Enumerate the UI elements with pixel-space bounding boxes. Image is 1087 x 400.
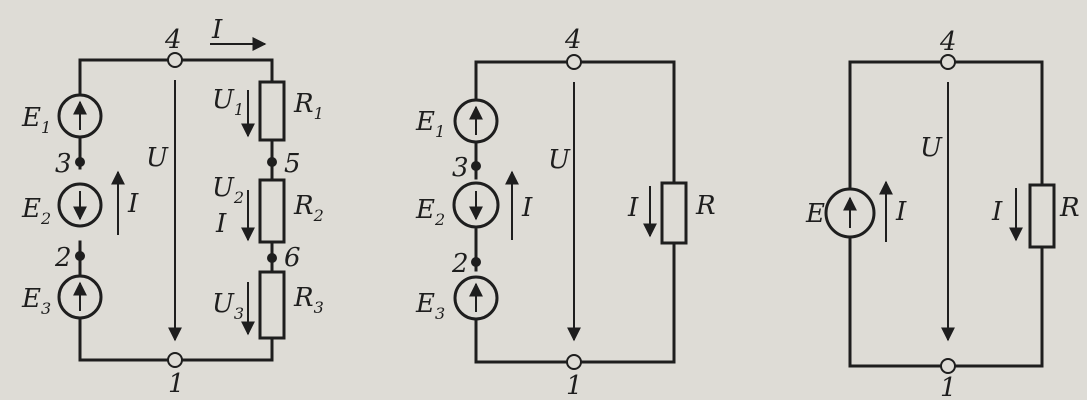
c2-current-mid-label: I	[521, 193, 533, 223]
c1-r3-label: R3	[293, 283, 324, 317]
c1-node-4-label: 4	[164, 25, 182, 55]
c1-junction-6-label: 6	[284, 243, 301, 273]
c3-node-4	[940, 54, 956, 70]
c1-current-top-label: I	[211, 15, 223, 45]
c2-e3-label: E3	[415, 289, 445, 323]
c2-node-4-label: 4	[564, 25, 582, 55]
c1-junction-2-label: 2	[54, 243, 72, 273]
c2-resistor-label: R	[695, 191, 716, 221]
c1-e1-label: E1	[21, 103, 51, 137]
c1-junction-5	[267, 157, 277, 167]
c1-voltage-label: U	[146, 143, 169, 173]
c3-wire-top	[848, 60, 1044, 187]
c1-u1-label: U1	[212, 85, 244, 119]
c2-wire-bottom	[474, 241, 676, 364]
circuit-1: 4 1 I I U 3 2 5 6 E1 E2 E3 R1 R2 R3 U1 U…	[21, 15, 324, 399]
c2-node-4	[566, 54, 582, 70]
c1-resistor-r1	[258, 80, 286, 142]
circuit-2: 4 1 U I I R 3 2 E1 E2 E3	[415, 25, 716, 400]
c1-junction-6	[267, 253, 277, 263]
c1-node-4	[167, 52, 183, 68]
c3-node-1-label: 1	[940, 373, 957, 400]
c2-current-r-label: I	[627, 193, 639, 223]
c1-source-e1	[57, 93, 103, 139]
c3-source-label: E	[805, 199, 825, 229]
c1-resistor-r2	[258, 178, 286, 244]
c1-source-e3	[57, 274, 103, 320]
c3-current-r-label: I	[991, 197, 1003, 227]
c1-junction-5-label: 5	[284, 149, 301, 179]
c1-junction-2	[75, 251, 85, 261]
c3-source-e	[824, 187, 876, 239]
c1-r2-current-label: I	[215, 209, 227, 239]
c2-resistor-r	[660, 181, 688, 245]
c1-junction-3-label: 3	[55, 149, 72, 179]
c2-source-e2	[452, 181, 500, 229]
c3-wire-bottom	[848, 245, 1044, 368]
c1-r2-label: R2	[293, 191, 324, 225]
c1-current-mid-label: I	[127, 189, 139, 219]
c1-resistor-r3	[258, 270, 286, 340]
c1-wire-bottom	[78, 336, 274, 362]
c1-node-1-label: 1	[168, 369, 185, 399]
circuit-3: 4 1 U E I I R	[805, 27, 1080, 400]
c2-junction-3-label: 3	[452, 153, 469, 183]
c3-current-e-label: I	[895, 197, 907, 227]
c3-resistor-r	[1028, 183, 1056, 249]
c1-junction-3	[75, 157, 85, 167]
c1-wire-top	[78, 58, 274, 84]
c2-junction-3	[471, 161, 481, 171]
c2-voltage-label: U	[548, 145, 571, 175]
c2-junction-2-label: 2	[451, 249, 469, 279]
c1-e2-label: E2	[21, 194, 51, 228]
c1-source-e2	[57, 182, 103, 228]
c2-e2-label: E2	[415, 195, 445, 229]
c3-node-4-label: 4	[939, 27, 957, 57]
c2-node-1	[566, 354, 582, 370]
c2-source-e1	[453, 98, 499, 144]
c1-e3-label: E3	[21, 284, 51, 318]
c2-node-1-label: 1	[566, 371, 583, 400]
c2-source-e3	[453, 275, 499, 321]
c1-r1-label: R1	[293, 89, 324, 123]
c2-wire-top	[474, 60, 676, 185]
c3-resistor-label: R	[1059, 193, 1080, 223]
c1-u2-label: U2	[212, 173, 244, 207]
c1-node-1	[167, 352, 183, 368]
c1-u3-label: U3	[212, 289, 244, 323]
c2-junction-2	[471, 257, 481, 267]
c2-e1-label: E1	[415, 107, 445, 141]
c3-node-1	[940, 358, 956, 374]
c3-voltage-label: U	[920, 133, 943, 163]
